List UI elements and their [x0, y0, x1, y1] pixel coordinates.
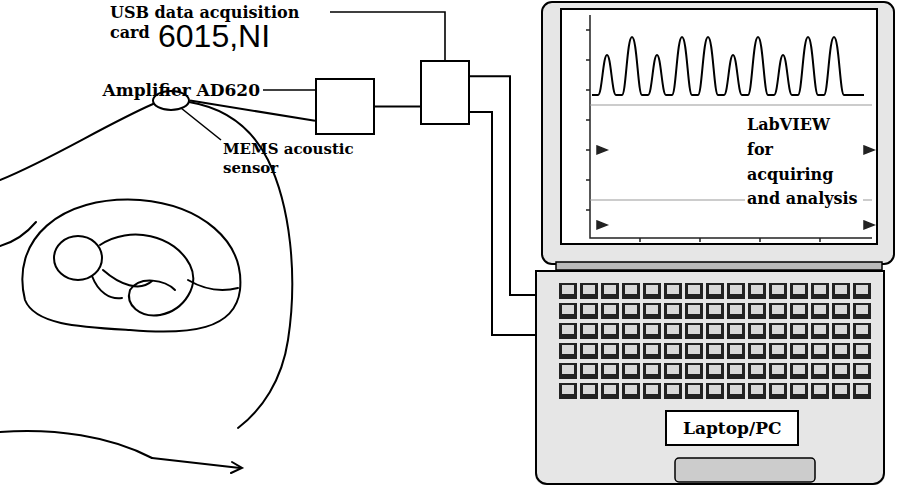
amplifier-label: Amplifier AD620	[103, 80, 260, 100]
signal-wire	[470, 112, 535, 335]
daq-model: 6015,NI	[158, 18, 270, 54]
computer-label: Laptop/PC	[665, 410, 799, 446]
laptop-screen: LabVIEW for acquiring and analysis	[560, 8, 878, 245]
amplifier-box: Amplifier AD620	[315, 78, 375, 135]
laptop-base: Laptop/PC	[535, 270, 885, 485]
sensor-label: MEMS acoustic sensor	[223, 140, 363, 178]
signal-wire	[190, 101, 315, 121]
daq-box: USB data acquisition card6015,NI	[420, 60, 470, 125]
signal-wire	[470, 76, 535, 295]
screen-plot	[586, 15, 874, 242]
software-label: LabVIEW for acquiring and analysis	[745, 113, 863, 212]
laptop	[535, 2, 894, 485]
signal-wire	[375, 106, 420, 108]
